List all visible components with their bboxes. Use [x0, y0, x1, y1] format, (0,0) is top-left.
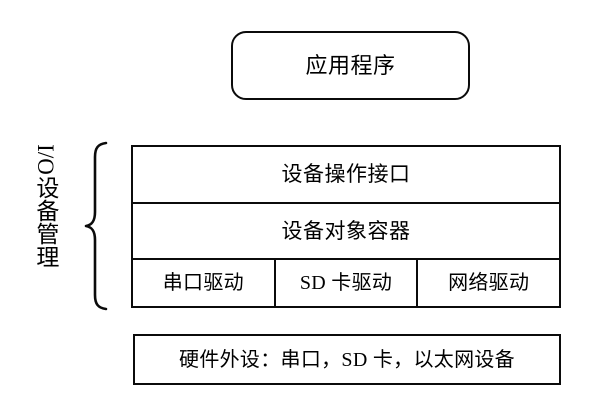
curly-brace-icon	[84, 140, 110, 312]
hardware-peripherals-label: 硬件外设：串口，SD 卡，以太网设备	[179, 348, 515, 371]
layer-row-drivers: 串口驱动 SD 卡驱动 网络驱动	[133, 260, 559, 306]
io-device-management-label: I/O 设备管理	[26, 138, 64, 308]
network-driver-label: 网络驱动	[448, 272, 530, 294]
driver-cell-network: 网络驱动	[418, 260, 559, 306]
io-layer-table: 设备操作接口 设备对象容器 串口驱动 SD 卡驱动 网络驱动	[131, 145, 561, 308]
device-management-label-stacked: 设备管理	[32, 176, 58, 268]
hardware-peripherals-box: 硬件外设：串口，SD 卡，以太网设备	[133, 334, 561, 385]
io-label-rotated: I/O	[32, 144, 58, 175]
layer-row-device-operation-interface: 设备操作接口	[133, 147, 559, 204]
sd-card-driver-label: SD 卡驱动	[299, 272, 393, 294]
driver-cell-sd-card: SD 卡驱动	[276, 260, 419, 306]
application-box: 应用程序	[231, 31, 470, 100]
layer-row-device-object-container: 设备对象容器	[133, 204, 559, 260]
serial-driver-label: 串口驱动	[162, 272, 244, 294]
application-box-label: 应用程序	[305, 52, 396, 78]
device-operation-interface-label: 设备操作接口	[281, 162, 411, 186]
device-object-container-label: 设备对象容器	[281, 218, 411, 243]
driver-cell-serial: 串口驱动	[133, 260, 276, 306]
